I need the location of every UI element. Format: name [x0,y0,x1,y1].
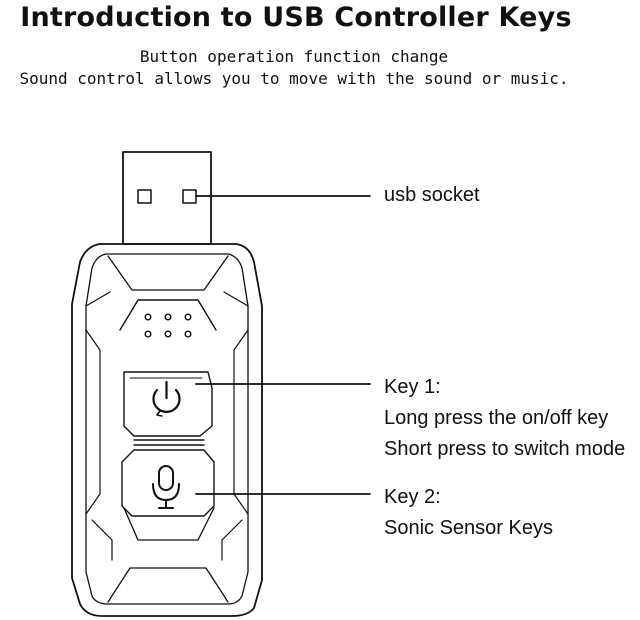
key-1-title: Key 1: [384,376,441,398]
usb-socket-label: usb socket [384,184,480,206]
usb-plug [122,151,212,245]
key-2-desc-line-1: Sonic Sensor Keys [384,517,553,539]
controller-body [71,243,263,617]
power-icon [152,380,181,417]
microphone-icon [152,465,180,509]
key-2-title: Key 2: [384,486,441,508]
key-1-desc-line-1: Long press the on/off key [384,407,609,429]
page-title: Introduction to USB Controller Keys [20,2,572,33]
subtitle-line-2: Sound control allows you to move with th… [19,69,569,88]
subtitle-line-1: Button operation function change [139,47,449,66]
key-1-panel[interactable] [123,371,213,437]
speaker-dots [144,313,192,338]
key-1-desc-line-2: Short press to switch mode [384,438,626,460]
key-2-panel[interactable] [121,449,215,517]
